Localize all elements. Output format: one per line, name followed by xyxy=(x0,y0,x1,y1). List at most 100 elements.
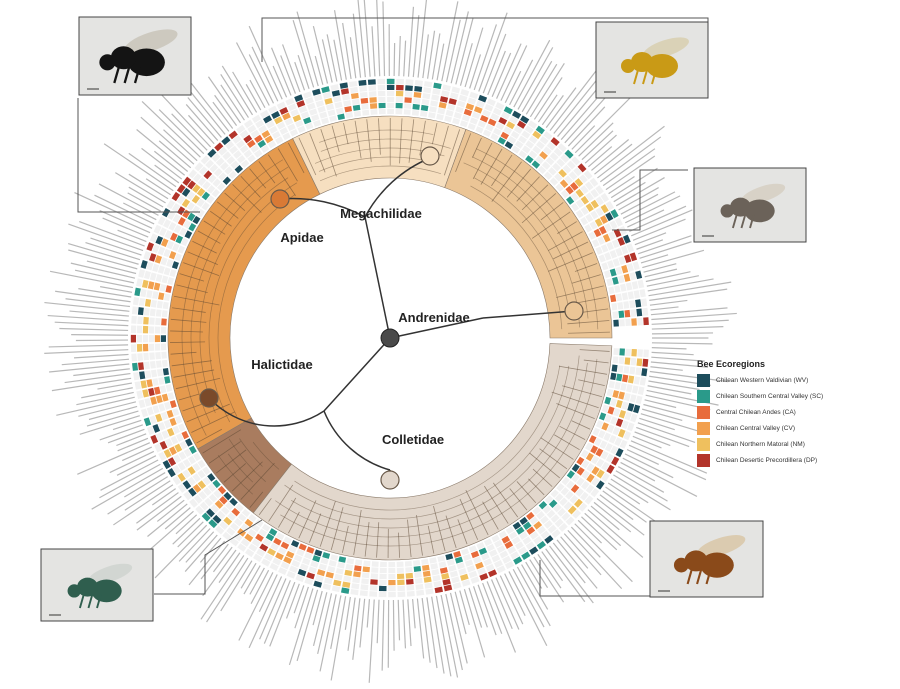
heatmap-cell xyxy=(137,316,143,325)
legend-label: Chilean Central Valley (CV) xyxy=(716,424,795,432)
species-label xyxy=(650,366,683,371)
heatmap-cell xyxy=(380,561,387,568)
heatmap-cell xyxy=(234,165,244,174)
heatmap-cell xyxy=(253,553,263,563)
heatmap-cell xyxy=(617,365,624,373)
heatmap-cell xyxy=(354,559,363,566)
heatmap-cell xyxy=(235,503,244,512)
heatmap-cell xyxy=(479,114,489,123)
heatmap-cell xyxy=(544,495,554,504)
heatmap-cell xyxy=(498,530,508,539)
species-label xyxy=(597,125,665,179)
heatmap-cell xyxy=(192,483,202,493)
heatmap-cell xyxy=(203,487,212,496)
heatmap-cell xyxy=(139,371,146,380)
heatmap-cell xyxy=(608,434,617,444)
heatmap-cell xyxy=(395,96,404,103)
heatmap-cell xyxy=(286,570,296,579)
heatmap-cell xyxy=(186,202,196,211)
species-label xyxy=(221,65,254,116)
heatmap-cell xyxy=(468,570,478,579)
species-label xyxy=(317,593,333,655)
species-label xyxy=(74,191,153,229)
species-label xyxy=(464,27,484,88)
heatmap-cell xyxy=(596,480,605,490)
heatmap-cell xyxy=(535,125,545,135)
heatmap-cell xyxy=(511,145,521,154)
tree-branch xyxy=(491,161,522,202)
heatmap-cell xyxy=(275,136,284,145)
heatmap-cell xyxy=(327,565,336,573)
heatmap-cell xyxy=(285,97,295,106)
heatmap-cell xyxy=(150,434,159,444)
species-label xyxy=(49,270,134,289)
species-label xyxy=(634,232,667,246)
heatmap-cell xyxy=(561,476,570,486)
heatmap-cell xyxy=(378,96,386,103)
heatmap-cell xyxy=(600,204,609,214)
heatmap-cell xyxy=(317,105,326,113)
heatmap-cell xyxy=(497,136,506,145)
species-label xyxy=(427,30,436,79)
bee-leg xyxy=(686,569,693,585)
heatmap-cell xyxy=(143,352,149,361)
species-label xyxy=(645,271,691,283)
species-label xyxy=(123,202,157,221)
tree-branch xyxy=(529,452,561,479)
heatmap-cell xyxy=(155,273,163,283)
tree-branch xyxy=(539,448,568,470)
heatmap-cell xyxy=(462,553,472,562)
heatmap-cell xyxy=(585,203,594,212)
heatmap-cell xyxy=(521,145,531,154)
heatmap-cell xyxy=(169,232,178,242)
heatmap-cell xyxy=(262,538,272,547)
heatmap-cell xyxy=(610,372,617,381)
tree-branch-arc xyxy=(280,358,598,547)
backbone-branch xyxy=(364,216,391,339)
heatmap-cell xyxy=(569,494,579,504)
heatmap-cell xyxy=(222,531,232,541)
species-label xyxy=(381,599,385,671)
species-label xyxy=(115,172,166,204)
heatmap-cell xyxy=(247,124,257,134)
species-label xyxy=(73,368,130,377)
heatmap-cell xyxy=(311,114,320,122)
species-label xyxy=(646,389,719,406)
species-label xyxy=(574,96,632,154)
heatmap-cell xyxy=(162,301,169,310)
heatmap-cell xyxy=(443,584,453,592)
heatmap-cell xyxy=(136,278,143,287)
heatmap-cell xyxy=(320,557,329,565)
species-label xyxy=(440,594,459,678)
heatmap-cell xyxy=(411,109,420,116)
tree-branch xyxy=(528,478,545,496)
heatmap-cell xyxy=(143,361,150,370)
bee-abdomen xyxy=(128,48,165,77)
heatmap-cell xyxy=(142,325,149,334)
species-label xyxy=(533,556,565,603)
heatmap-cell xyxy=(369,103,378,109)
heatmap-cell xyxy=(404,103,412,109)
heatmap-cell xyxy=(491,554,501,563)
heatmap-cell xyxy=(606,464,615,474)
heatmap-cell xyxy=(556,158,566,168)
heatmap-cell xyxy=(469,117,479,125)
clade-node-halictidae xyxy=(199,388,219,408)
heatmap-cell xyxy=(160,411,169,421)
heatmap-cell xyxy=(150,299,157,308)
heatmap-cell xyxy=(287,103,297,112)
species-label xyxy=(618,187,659,211)
heatmap-cell xyxy=(283,556,292,565)
species-label xyxy=(584,134,617,164)
species-label xyxy=(296,589,319,662)
heatmap-cell xyxy=(618,256,626,265)
heatmap-cell xyxy=(632,261,640,271)
tree-branch xyxy=(567,320,610,325)
species-label xyxy=(319,594,337,672)
heatmap-cell xyxy=(240,523,250,532)
species-label xyxy=(100,459,159,491)
tree-branch xyxy=(192,240,217,254)
heatmap-cell xyxy=(405,79,414,86)
heatmap-cell xyxy=(448,564,457,572)
legend-title: Bee Ecoregions xyxy=(697,359,766,369)
